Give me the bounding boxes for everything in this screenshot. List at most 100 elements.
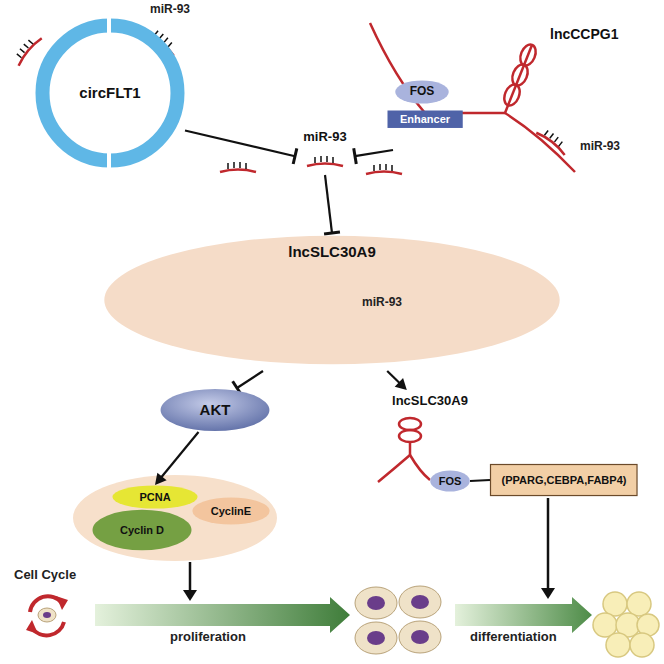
inhibition-bar: [293, 148, 297, 164]
connector-line: [387, 371, 400, 384]
art-part: [505, 45, 532, 113]
arrow-line: [189, 562, 192, 592]
art-part: [630, 633, 654, 657]
text-label: miR-93: [150, 3, 190, 17]
arrow-connector: [155, 432, 199, 485]
cell-cluster: [355, 586, 441, 654]
node-text: CyclinE: [211, 505, 251, 518]
art-part: [43, 612, 51, 618]
target-gene-box-outline: [491, 465, 638, 496]
art-part: [410, 455, 430, 480]
node-text: lncCCPG1: [550, 26, 618, 42]
cyclin-group-oval: [73, 475, 277, 561]
fos-ellipse: FOS: [430, 470, 470, 492]
art-part: [355, 587, 397, 619]
text-label: miR-93: [362, 296, 402, 310]
protein-ellipse: CyclinE: [192, 497, 270, 525]
art-part: [411, 595, 429, 609]
mirna-symbol: [536, 125, 571, 155]
protein-ellipse: Cyclin D: [92, 509, 192, 551]
lncrna-hairpin: [378, 418, 430, 482]
node-text: Enhancer: [400, 113, 450, 126]
node-text: PCNA: [139, 491, 170, 504]
lncrna-ellipse-outline: [104, 236, 559, 365]
art-part: [38, 608, 56, 622]
node-text: FOS: [410, 85, 435, 99]
circrna-ring: circFLT1: [35, 18, 185, 168]
circrna-ring-outline: [43, 18, 178, 168]
art-part: [505, 113, 575, 172]
connector-line: [161, 432, 199, 478]
node-text: miR-93: [303, 130, 346, 145]
arrow-line: [547, 498, 550, 590]
art-part: [370, 23, 505, 113]
connector-line: [237, 371, 263, 388]
lncrna-strand: [370, 23, 575, 172]
text-label: proliferation: [170, 630, 246, 645]
protein-ellipse-outline: [112, 485, 197, 508]
arrow-head: [183, 590, 197, 601]
arrow-head: [155, 473, 167, 485]
art-part: [367, 596, 385, 610]
inhibition-connector: [354, 148, 393, 164]
node-text: circFLT1: [79, 84, 140, 101]
target-gene-box: (PPARG,CEBPA,FABP4): [490, 464, 638, 496]
protein-ellipse-outline: [192, 498, 269, 525]
inhibition-bar: [324, 232, 340, 234]
connector-line: [355, 150, 393, 156]
node-text: Cyclin D: [120, 524, 164, 537]
inhibition-connector: [324, 175, 340, 234]
text-label: differentiation: [470, 630, 557, 645]
art-part: [517, 42, 538, 68]
cell-cycle-icon: [26, 596, 68, 635]
art-part: [409, 442, 412, 455]
node-text: FOS: [439, 475, 462, 488]
connector-line: [185, 131, 295, 157]
akt-ellipse-outline: [161, 389, 270, 431]
node-text: AKT: [200, 401, 231, 418]
connector-line: [470, 480, 490, 481]
akt-ellipse: AKT: [160, 388, 270, 432]
node-text: (PPARG,CEBPA,FABP4): [502, 474, 627, 487]
art-part: [399, 430, 421, 442]
mirna-symbol: [366, 164, 402, 174]
fos-ellipse-outline: [430, 470, 470, 491]
text-label: Cell Cycle: [14, 568, 76, 583]
node-text: lncSLC30A9: [392, 394, 468, 409]
art-part: [26, 620, 38, 634]
mirna-symbol: [11, 32, 42, 66]
art-part: [367, 631, 385, 645]
fos-ellipse-outline: [395, 80, 448, 103]
mirna-node: miR-93: [295, 128, 355, 175]
ring-gap: [107, 18, 111, 36]
text-label: miR-93: [580, 140, 620, 154]
lncrna-ellipse: lncSLC30A9: [102, 233, 562, 367]
inhibition-connector: [185, 131, 297, 164]
arrow-head: [541, 588, 555, 599]
progress-arrow: [455, 597, 592, 633]
connector-line: [325, 175, 332, 233]
protein-ellipse-outline: [93, 510, 192, 550]
mirna-symbol: [220, 162, 256, 172]
arrow-connector: [470, 480, 490, 481]
art-part: [355, 622, 397, 654]
ring-gap: [107, 150, 111, 168]
art-part: [399, 586, 441, 618]
fos-ellipse: FOS: [395, 80, 449, 104]
adipocyte-cluster: [593, 592, 659, 657]
art-part: [399, 621, 441, 653]
lncrna-label-node: lncSLC30A9: [372, 390, 488, 420]
art-part: [378, 455, 410, 482]
enhancer-box: Enhancer: [387, 110, 463, 128]
mirna-symbol: [307, 156, 343, 166]
art-part: [411, 630, 429, 644]
protein-ellipse: PCNA: [112, 485, 198, 509]
art-part: [399, 418, 421, 430]
progress-arrow: [95, 597, 350, 633]
arrow-head: [395, 378, 407, 390]
art-part: [56, 596, 68, 610]
enhancer-box-outline: [388, 111, 463, 128]
inhibition-bar: [354, 148, 357, 164]
art-part: [606, 633, 630, 657]
